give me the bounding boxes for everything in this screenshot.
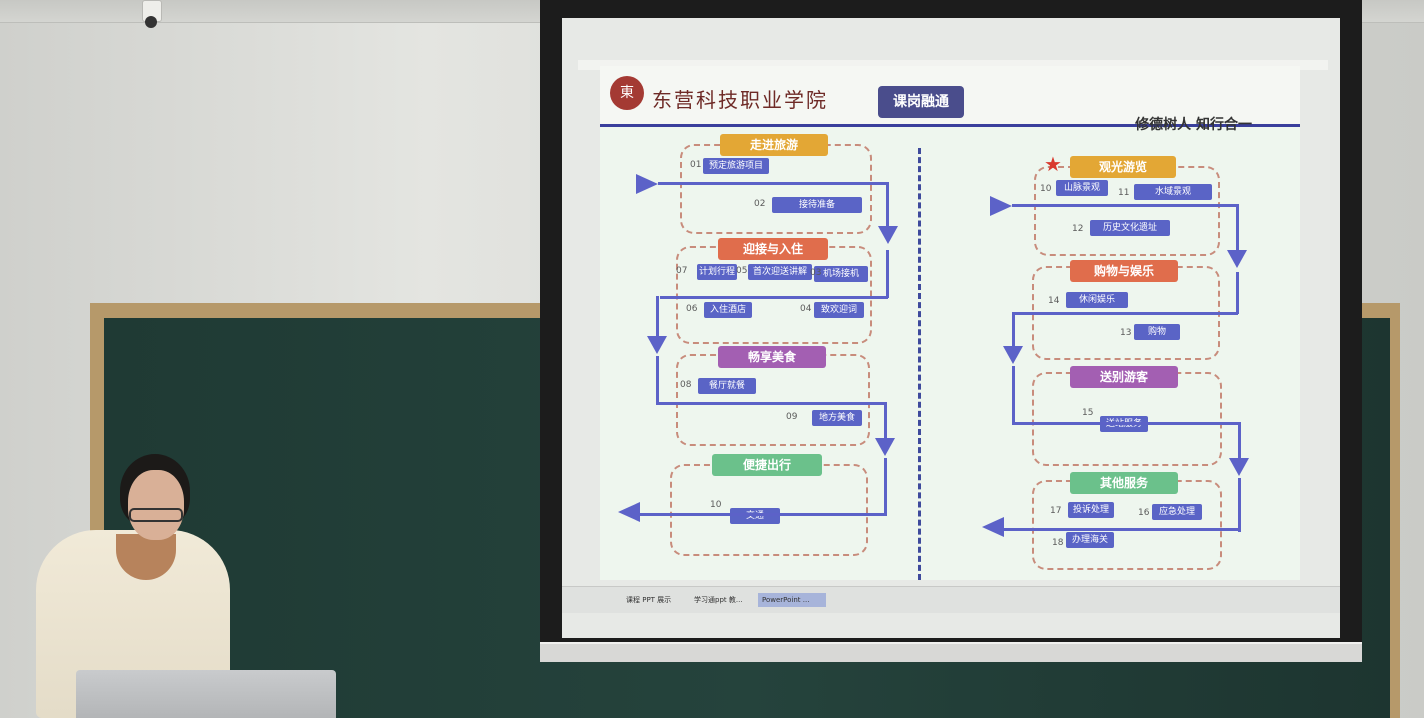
arrow-down-icon [1003, 346, 1023, 364]
step-number: 17 [1050, 506, 1062, 516]
group-heading: 迎接与入住 [718, 238, 828, 260]
step-tag: 交通 [730, 508, 780, 524]
step-tag: 计划行程 [697, 264, 737, 280]
step-number: 18 [1052, 538, 1064, 548]
arrow-down-icon [875, 438, 895, 456]
neckline [116, 534, 176, 580]
arrow-down-icon [1229, 458, 1249, 476]
step-tag: 水域景观 [1134, 184, 1212, 200]
step-number: 10 [1040, 184, 1052, 194]
step-number: 01 [690, 160, 702, 170]
step-tag: 入住酒店 [704, 302, 752, 318]
slide-title: 课岗融通 [878, 86, 964, 118]
security-camera-icon [138, 0, 164, 30]
step-number: 07 [676, 266, 688, 276]
step-number: 06 [686, 304, 698, 314]
presenter [30, 450, 240, 718]
flow-line [1238, 422, 1241, 458]
star-icon: ★ [1044, 152, 1062, 176]
step-number: 09 [786, 412, 798, 422]
step-number: 03 [810, 268, 822, 278]
slide-header: 東 东营科技职业学院 课岗融通 修德树人 知行合一 [600, 66, 1300, 133]
school-motto: 修德树人 知行合一 [1135, 117, 1252, 133]
taskbar-item-active[interactable]: PowerPoint ... [758, 593, 826, 607]
group-heading: 观光游览 [1070, 156, 1176, 178]
flow-line [1236, 204, 1239, 252]
step-number: 10 [710, 500, 722, 510]
university-seal-icon: 東 [610, 76, 644, 110]
flow-line [1012, 312, 1015, 348]
step-number: 05 [736, 266, 748, 276]
windows-taskbar[interactable]: 课程 PPT 展示 学习通ppt 教... PowerPoint ... [562, 586, 1340, 613]
flow-line [1236, 272, 1239, 314]
step-number: 04 [800, 304, 812, 314]
step-number: 16 [1138, 508, 1150, 518]
step-tag: 接待准备 [772, 197, 862, 213]
laptop [76, 670, 336, 718]
step-number: 12 [1072, 224, 1084, 234]
flow-line [1012, 312, 1238, 315]
flow-line [884, 458, 887, 516]
school-name: 东营科技职业学院 [652, 88, 828, 112]
arrow-down-icon [1227, 250, 1247, 268]
step-tag: 机场接机 [814, 266, 868, 282]
step-tag: 预定旅游项目 [703, 158, 769, 174]
flow-line [640, 513, 886, 516]
flow-line [886, 182, 889, 230]
step-tag: 首次迎送讲解 [748, 264, 812, 280]
face [128, 470, 184, 540]
step-tag: 休闲娱乐 [1066, 292, 1128, 308]
taskbar-item[interactable]: 学习通ppt 教... [694, 596, 743, 604]
flow-line [660, 296, 888, 299]
step-tag: 致欢迎词 [814, 302, 864, 318]
step-number: 13 [1120, 328, 1132, 338]
group-heading: 购物与娱乐 [1070, 260, 1178, 282]
flow-line [886, 250, 889, 298]
group-heading: 畅享美食 [718, 346, 826, 368]
step-tag: 办理海关 [1066, 532, 1114, 548]
step-tag: 购物 [1134, 324, 1180, 340]
group-heading: 走进旅游 [720, 134, 828, 156]
arrow-left-icon [618, 502, 640, 522]
flow-line [656, 402, 886, 405]
arrow-right-icon [990, 196, 1012, 216]
screen-bottom-bar [540, 642, 1362, 662]
group-heading: 其他服务 [1070, 472, 1178, 494]
step-number: 11 [1118, 188, 1130, 198]
group-heading: 便捷出行 [712, 454, 822, 476]
flow-line [658, 182, 888, 185]
step-number: 14 [1048, 296, 1060, 306]
step-number: 08 [680, 380, 692, 390]
step-tag: 餐厅就餐 [698, 378, 756, 394]
flow-line [884, 402, 887, 440]
arrow-left-icon [982, 517, 1004, 537]
flow-line [1012, 366, 1015, 422]
step-tag: 历史文化遗址 [1090, 220, 1170, 236]
flow-line [1012, 204, 1238, 207]
flow-line [656, 356, 659, 402]
step-tag: 山脉景观 [1056, 180, 1108, 196]
step-number: 15 [1082, 408, 1094, 418]
arrow-down-icon [647, 336, 667, 354]
flow-line [1012, 422, 1240, 425]
taskbar-item[interactable]: 课程 PPT 展示 [626, 596, 672, 604]
center-divider [918, 148, 921, 580]
step-tag: 地方美食 [812, 410, 862, 426]
glasses [129, 508, 183, 522]
group-box [676, 246, 872, 344]
flow-line [1238, 478, 1241, 532]
flow-line [1004, 528, 1240, 531]
arrow-down-icon [878, 226, 898, 244]
step-tag: 应急处理 [1152, 504, 1202, 520]
group-heading: 送别游客 [1070, 366, 1178, 388]
arrow-right-icon [636, 174, 658, 194]
window-titlebar [578, 60, 1328, 70]
flow-line [656, 296, 659, 340]
step-tag: 投诉处理 [1068, 502, 1114, 518]
step-number: 02 [754, 199, 766, 209]
